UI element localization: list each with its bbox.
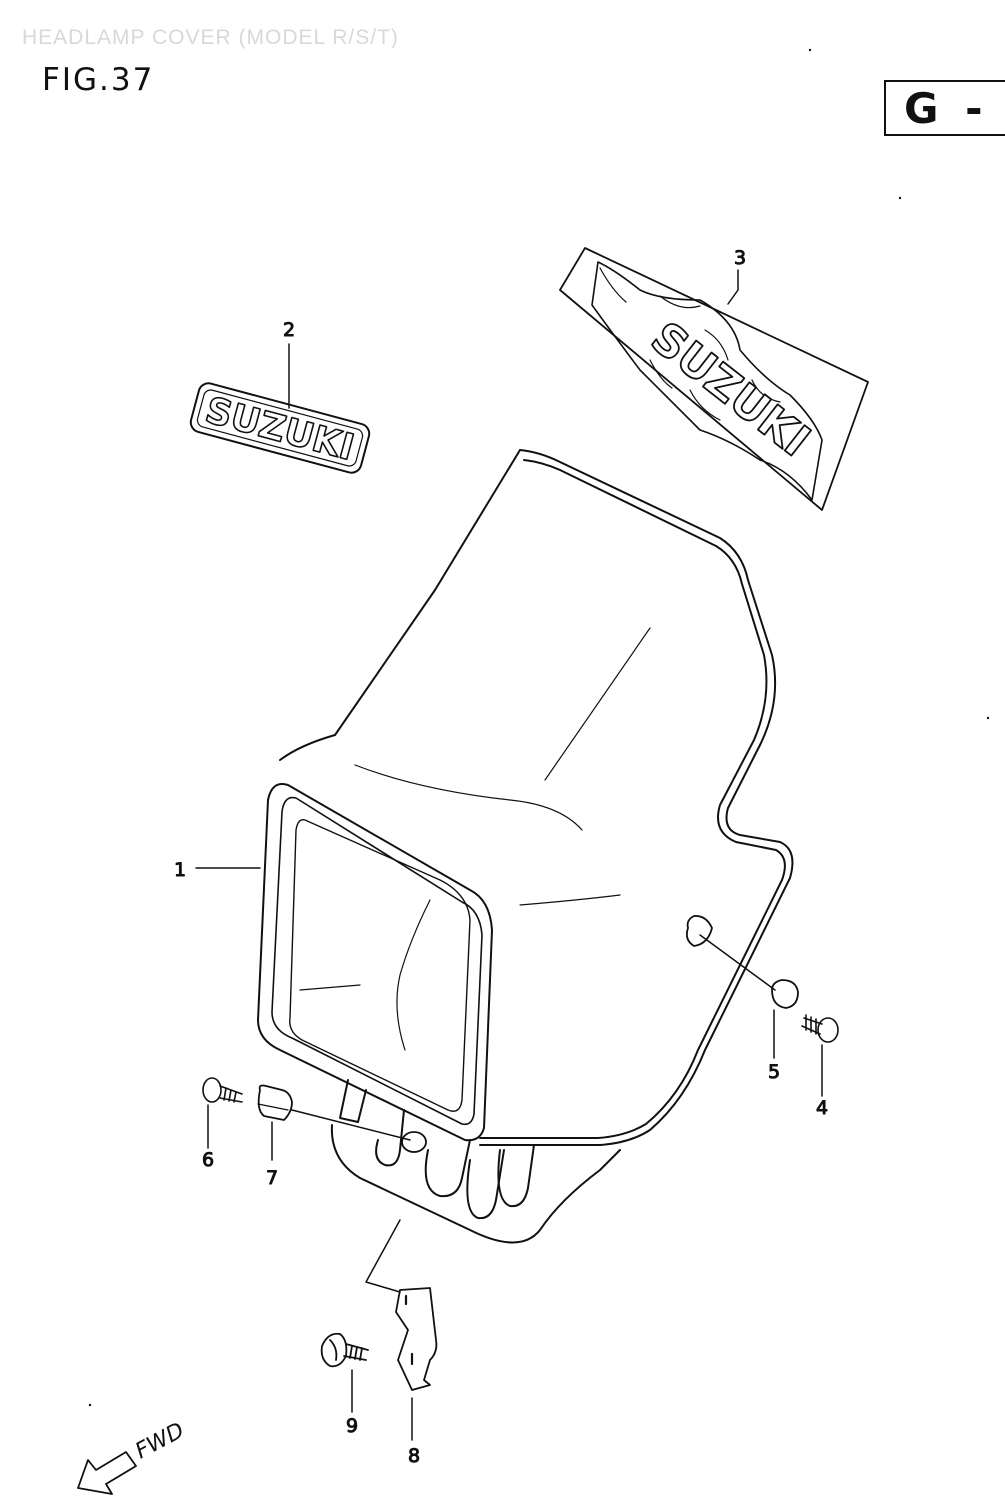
callout-6: 6	[202, 1149, 214, 1171]
emblem-small-drawing: SUZUKI	[189, 382, 371, 474]
callout-1: 1	[174, 859, 186, 881]
headlamp-cover-drawing	[257, 449, 794, 1244]
fwd-label: FWD	[131, 1418, 188, 1464]
callout-numbers: 1 2 3 4 5 6 7 8 9	[173, 247, 828, 1468]
callout-5: 5	[768, 1061, 780, 1083]
bolt-drawing	[320, 1332, 369, 1368]
bracket-drawing	[395, 1287, 438, 1391]
diagram-caption: HEADLAMP COVER (MODEL R/S/T)	[22, 26, 399, 49]
screw-right-drawing	[801, 1014, 839, 1043]
figure-number: FIG.37	[42, 62, 155, 98]
callout-3: 3	[734, 247, 746, 269]
scan-specks	[88, 48, 990, 1407]
leader-line-8	[365, 1219, 413, 1441]
leader-lines	[195, 269, 823, 1441]
emblem-large-text: SUZUKI	[642, 312, 820, 466]
cushion-left-drawing	[257, 1084, 293, 1121]
leader-line-7	[271, 1109, 411, 1161]
callout-9: 9	[346, 1415, 358, 1437]
callout-8: 8	[408, 1445, 420, 1467]
fwd-arrow-icon	[77, 1451, 137, 1495]
emblem-large-drawing: SUZUKI	[559, 247, 869, 511]
callout-4: 4	[816, 1097, 828, 1119]
cushion-right-drawing	[685, 915, 799, 1009]
callout-7: 7	[266, 1167, 278, 1189]
screw-left-drawing	[202, 1077, 243, 1103]
leader-line-5	[699, 934, 776, 1059]
callout-2: 2	[283, 319, 295, 341]
section-code-box: G -	[884, 80, 1005, 136]
fwd-direction-indicator: FWD	[77, 1418, 188, 1495]
leader-line-3	[727, 269, 739, 305]
section-code: G -	[904, 84, 989, 133]
